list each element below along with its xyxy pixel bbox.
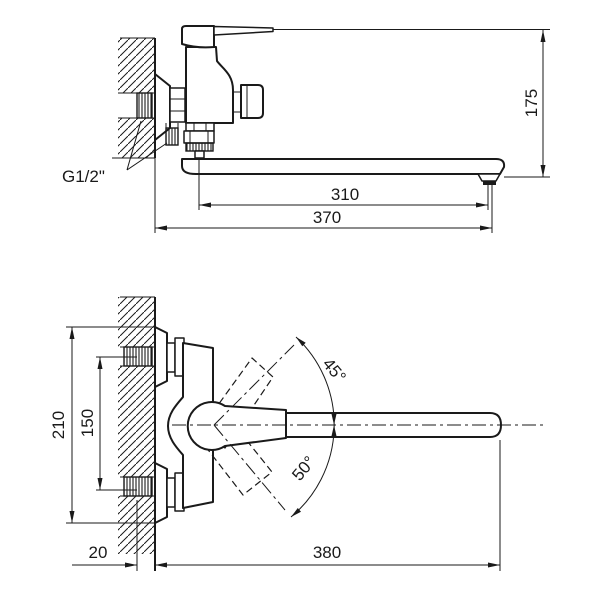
spout-neck xyxy=(194,150,205,159)
dim-210-label: 210 xyxy=(49,411,68,439)
diverter-knob xyxy=(240,84,264,119)
cartridge-and-handle xyxy=(186,401,287,451)
escutcheon-lower xyxy=(154,462,168,524)
mount-ring xyxy=(166,477,176,508)
handle-cap xyxy=(181,25,215,49)
centerlines xyxy=(172,344,545,511)
mount-nut xyxy=(169,87,186,123)
body-block xyxy=(185,46,234,124)
dim-175: 175 xyxy=(273,29,550,178)
dim-20: 20 xyxy=(72,500,138,571)
angle-50-label: 50° xyxy=(288,453,319,485)
spout-side xyxy=(181,158,506,185)
plan-view: 45° 50° 210 150 20 380 xyxy=(49,296,545,571)
aerator xyxy=(477,173,501,182)
dim-210: 210 xyxy=(49,326,155,524)
dim-380: 380 xyxy=(155,440,501,571)
wall-hatch xyxy=(118,297,155,347)
valve-stem xyxy=(185,122,215,132)
dim-310: 310 xyxy=(198,158,489,210)
dim-370-label: 370 xyxy=(313,208,341,227)
dim-380-label: 380 xyxy=(313,543,341,562)
spout-nut xyxy=(183,130,215,144)
spout-tube xyxy=(285,412,502,438)
dim-175-label: 175 xyxy=(522,89,541,117)
angle-45-label: 45° xyxy=(319,355,350,387)
wall-hatch xyxy=(118,38,155,93)
dim-310-label: 310 xyxy=(331,185,359,204)
wall-section xyxy=(112,37,156,233)
wall-inlet-thread xyxy=(136,92,153,119)
dim-150-label: 150 xyxy=(78,409,97,437)
centerline-50 xyxy=(213,424,286,511)
faucet-body-side xyxy=(154,25,274,159)
dim-150: 150 xyxy=(78,356,137,491)
mount-ring xyxy=(166,342,176,373)
dim-20-label: 20 xyxy=(89,543,108,562)
escutcheon-upper xyxy=(154,326,168,388)
wall-hatch xyxy=(118,366,155,477)
side-view: G1/2" 310 370 175 xyxy=(62,25,550,233)
inlet-thread-lower xyxy=(123,476,153,497)
thread-size-label: G1/2" xyxy=(62,167,105,186)
aerator-screen xyxy=(483,181,496,185)
thread-callout: G1/2" xyxy=(62,120,168,186)
dim-370: 370 xyxy=(155,184,493,233)
centerline-45 xyxy=(213,344,295,426)
shower-outlet-thread xyxy=(165,127,179,146)
handle-lever xyxy=(213,25,274,36)
spout-bar xyxy=(181,158,506,175)
knurled-ring xyxy=(185,142,214,152)
